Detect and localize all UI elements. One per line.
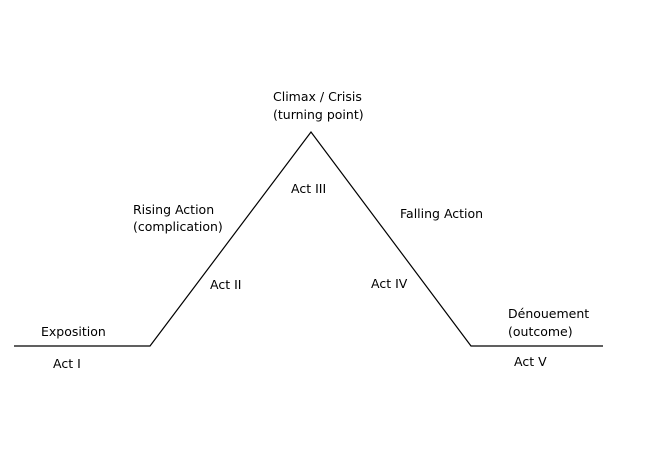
- act-i-label: Act I: [53, 356, 81, 371]
- exposition-label: Exposition: [41, 324, 106, 339]
- act-ii-label: Act II: [210, 277, 242, 292]
- denouement-label-line-1: Dénouement: [508, 306, 590, 321]
- plot-line: [14, 130, 603, 347]
- falling-action-label: Falling Action: [400, 206, 484, 221]
- act-iv-label: Act IV: [371, 276, 408, 291]
- rising-action-label-line-2: (complication): [133, 219, 223, 234]
- act-v-label: Act V: [514, 354, 547, 369]
- denouement-label-line-2: (outcome): [508, 324, 573, 339]
- climax-label-line-1: Climax / Crisis: [273, 89, 362, 104]
- climax-label-line-2: (turning point): [273, 107, 364, 122]
- act-iii-label: Act III: [291, 181, 327, 196]
- rising-action-label-line-1: Rising Action: [133, 202, 215, 217]
